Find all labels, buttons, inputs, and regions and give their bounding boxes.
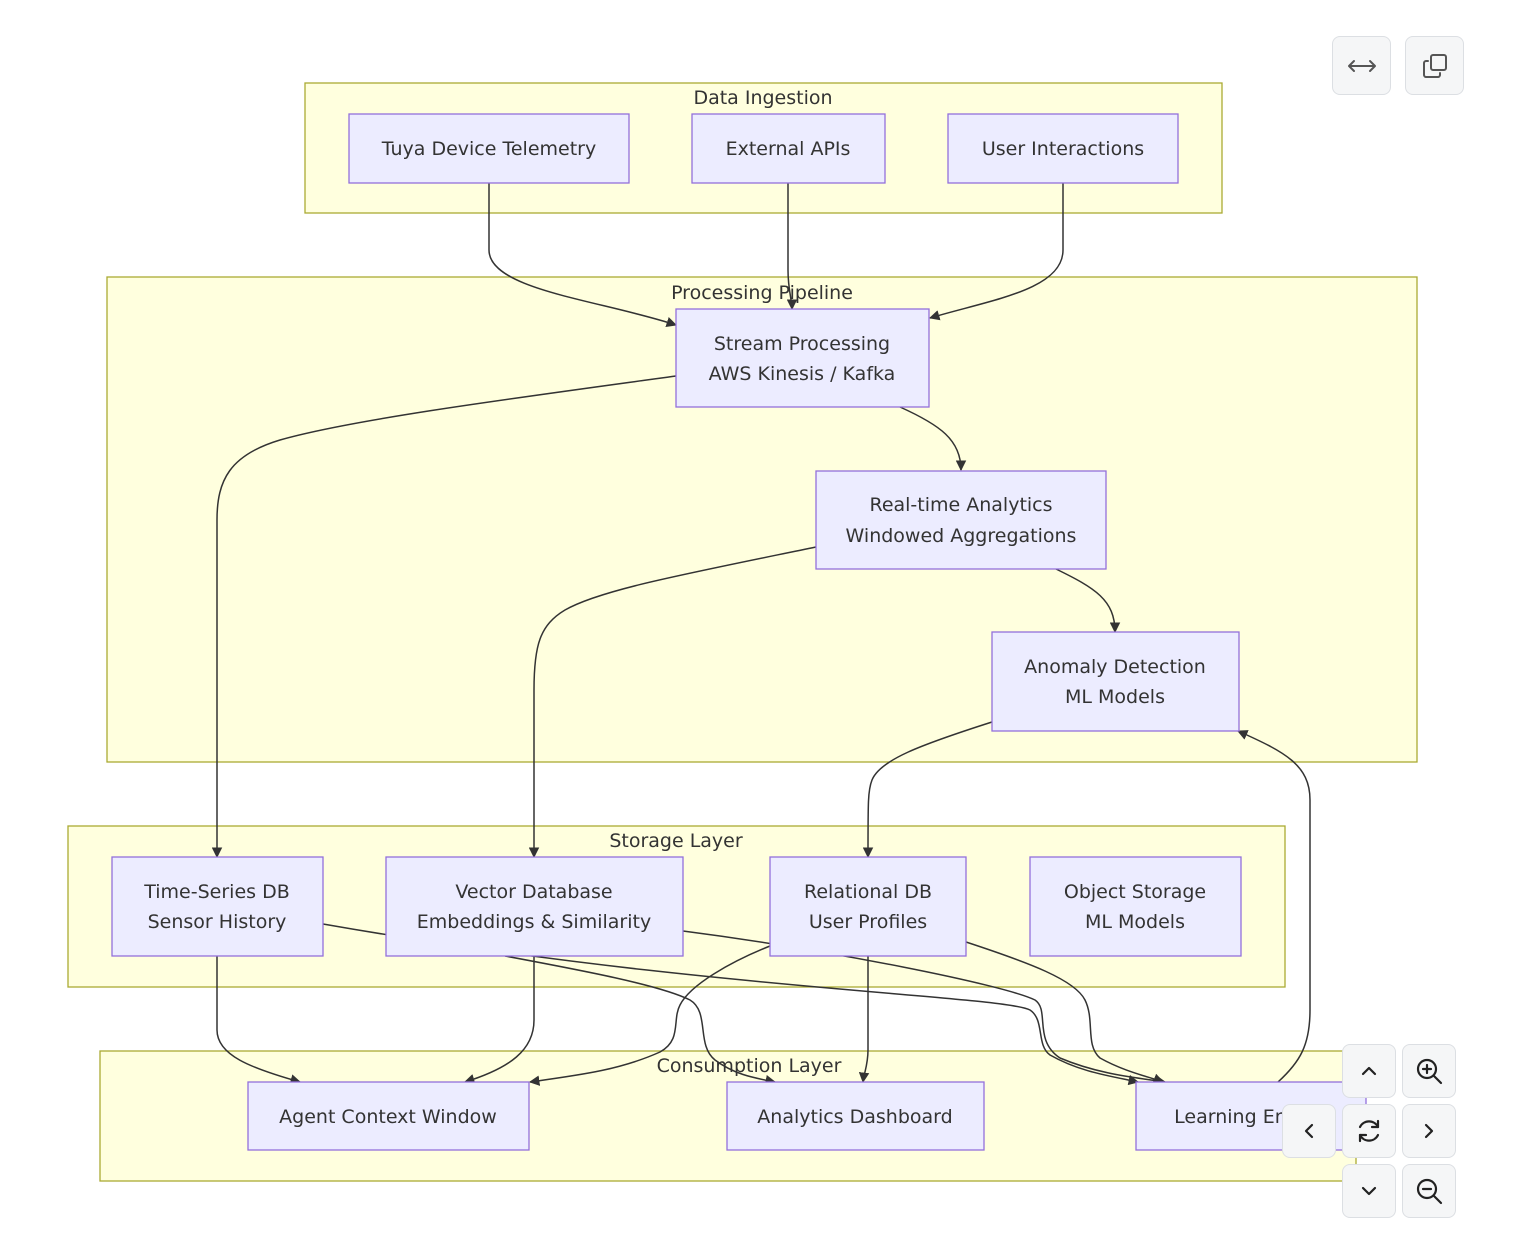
expand-width-button[interactable] bbox=[1332, 36, 1391, 95]
zoom-out-icon bbox=[1416, 1178, 1443, 1205]
node-analytics-dashboard[interactable]: Analytics Dashboard bbox=[726, 1081, 985, 1151]
node-label-line-1: External APIs bbox=[726, 138, 851, 160]
node-user-interactions[interactable]: User Interactions bbox=[947, 113, 1179, 184]
node-real-time-analytics[interactable]: Real-time Analytics Windowed Aggregation… bbox=[815, 470, 1107, 570]
node-label-line-1: Time-Series DB bbox=[143, 881, 290, 903]
edge-analytics-to-anomaly bbox=[1055, 568, 1121, 634]
node-label-line-1: Anomaly Detection bbox=[1024, 656, 1206, 678]
node-label-line-2: Sensor History bbox=[148, 911, 287, 933]
expand-horizontal-icon bbox=[1347, 59, 1376, 72]
reset-icon bbox=[1358, 1119, 1380, 1143]
node-time-series-db[interactable]: Time-Series DB Sensor History bbox=[111, 856, 324, 957]
edge-stream-to-analytics bbox=[899, 406, 967, 472]
node-relational-db[interactable]: Relational DB User Profiles bbox=[769, 856, 967, 957]
edge-users-to-stream bbox=[928, 183, 1064, 321]
node-label-line-1: Relational DB bbox=[804, 881, 932, 903]
edge-learning-to-anomaly bbox=[1237, 730, 1311, 1083]
pan-right-button[interactable] bbox=[1402, 1104, 1456, 1158]
chevron-down-icon bbox=[1361, 1186, 1377, 1196]
node-vector-database[interactable]: Vector Database Embeddings & Similarity bbox=[385, 856, 684, 957]
chevron-up-icon bbox=[1361, 1066, 1377, 1076]
edge-tuya-to-stream bbox=[488, 183, 677, 328]
node-label-line-1: User Interactions bbox=[982, 138, 1144, 160]
node-external-apis[interactable]: External APIs bbox=[691, 113, 886, 184]
node-label-line-2: ML Models bbox=[1065, 686, 1165, 708]
node-tuya-device-telemetry[interactable]: Tuya Device Telemetry bbox=[348, 113, 630, 184]
edge-vector-to-agent bbox=[463, 956, 535, 1085]
node-stream-processing[interactable]: Stream Processing AWS Kinesis / Kafka bbox=[675, 308, 930, 408]
edge-anomaly-to-rdb bbox=[862, 721, 993, 859]
pan-down-button[interactable] bbox=[1342, 1164, 1396, 1218]
edge-tsdb-to-learning bbox=[322, 923, 1140, 1086]
cluster-title: Processing Pipeline bbox=[671, 282, 853, 304]
copy-icon bbox=[1422, 53, 1447, 78]
node-label-line-1: Vector Database bbox=[455, 881, 612, 903]
node-label-line-2: Embeddings & Similarity bbox=[417, 911, 651, 933]
edge-apis-to-stream bbox=[786, 183, 798, 311]
cluster-title: Data Ingestion bbox=[693, 87, 832, 109]
node-label-line-2: User Profiles bbox=[809, 911, 927, 933]
node-label-line-1: Tuya Device Telemetry bbox=[381, 138, 596, 160]
reset-view-button[interactable] bbox=[1342, 1104, 1396, 1158]
zoom-in-button[interactable] bbox=[1402, 1044, 1456, 1098]
edge-tsdb-to-agent bbox=[216, 956, 302, 1085]
edge-rdb-to-agent bbox=[528, 945, 771, 1086]
zoom-in-icon bbox=[1416, 1058, 1443, 1085]
edges bbox=[211, 183, 1311, 1086]
node-label-line-2: AWS Kinesis / Kafka bbox=[709, 363, 896, 385]
cluster-title: Consumption Layer bbox=[657, 1055, 842, 1077]
pan-up-button[interactable] bbox=[1342, 1044, 1396, 1098]
node-label-line-1: Real-time Analytics bbox=[869, 494, 1052, 516]
edge-analytics-to-vector bbox=[528, 546, 817, 859]
node-label-line-1: Stream Processing bbox=[714, 333, 890, 355]
zoom-out-button[interactable] bbox=[1402, 1164, 1456, 1218]
chevron-right-icon bbox=[1424, 1123, 1434, 1139]
edge-vector-to-dashboard bbox=[504, 955, 777, 1086]
cluster-title: Storage Layer bbox=[609, 830, 743, 852]
node-label-line-2: ML Models bbox=[1085, 911, 1185, 933]
edge-stream-to-tsdb bbox=[211, 375, 677, 859]
node-label-line-1: Agent Context Window bbox=[279, 1106, 497, 1128]
pan-left-button[interactable] bbox=[1282, 1104, 1336, 1158]
node-label-line-2: Windowed Aggregations bbox=[846, 525, 1077, 547]
chevron-left-icon bbox=[1304, 1123, 1314, 1139]
node-anomaly-detection[interactable]: Anomaly Detection ML Models bbox=[991, 631, 1240, 732]
node-label-line-1: Object Storage bbox=[1064, 881, 1206, 903]
edge-rdb-to-learning bbox=[965, 941, 1164, 1084]
copy-button[interactable] bbox=[1405, 36, 1464, 95]
node-object-storage[interactable]: Object Storage ML Models bbox=[1029, 856, 1242, 957]
node-agent-context-window[interactable]: Agent Context Window bbox=[247, 1081, 530, 1151]
edge-rdb-to-dashboard bbox=[858, 956, 870, 1084]
node-label-line-1: Analytics Dashboard bbox=[757, 1106, 952, 1128]
